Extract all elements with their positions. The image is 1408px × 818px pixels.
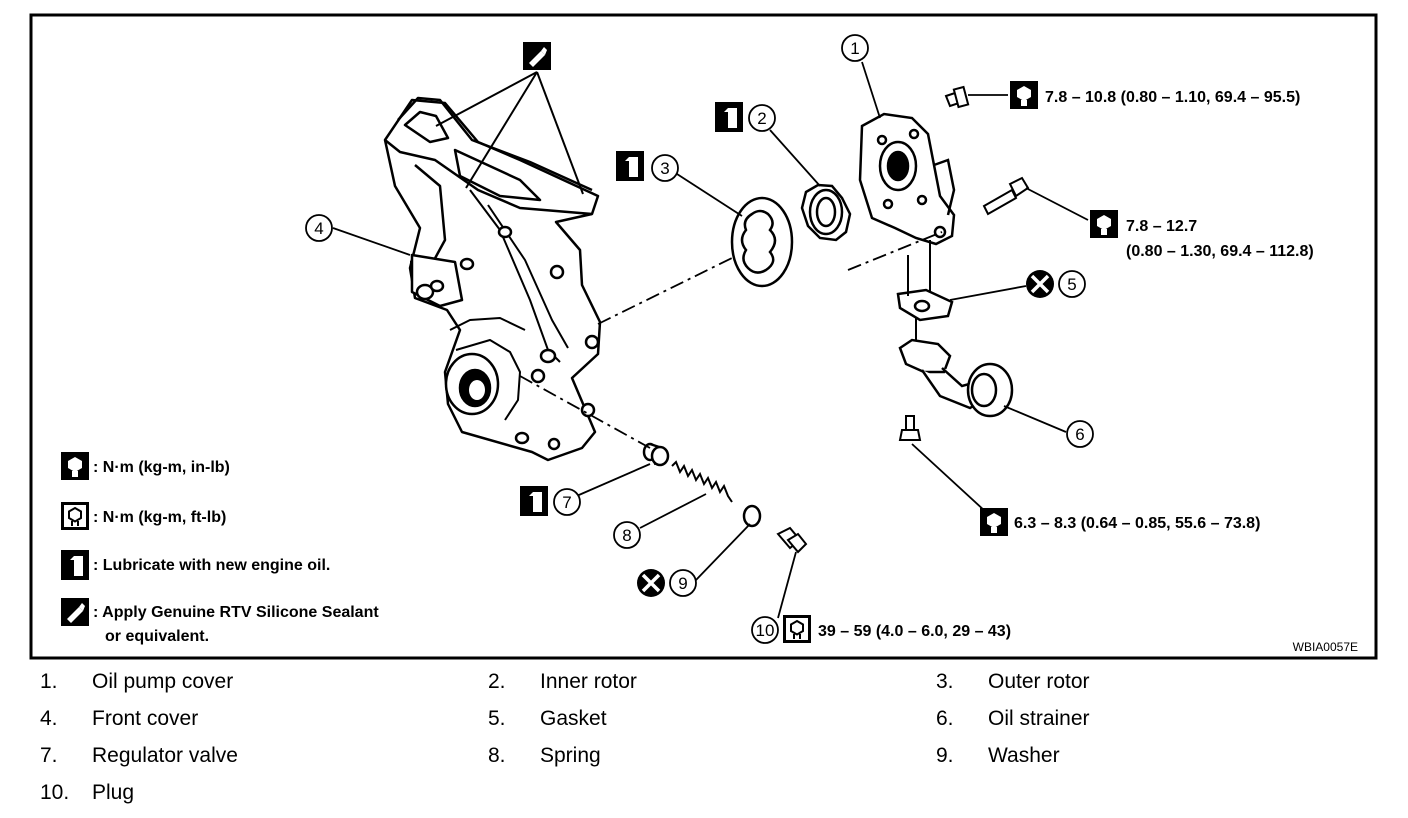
part-name: Outer rotor [988, 670, 1090, 693]
callout-label-1: 1 [850, 39, 859, 58]
torque-wrench-icon [1010, 81, 1038, 109]
leader-10 [777, 551, 797, 619]
callout-6 [1066, 420, 1094, 448]
callout-label-9: 9 [678, 574, 687, 593]
torque-spec-plug: 39 – 59 (4.0 – 6.0, 29 – 43) [818, 623, 1011, 640]
front-cover-drawing [383, 96, 602, 462]
oil-strainer-drawing [898, 338, 1014, 418]
strainer-bolt-drawing [898, 415, 922, 441]
torque-wrench-ftlb-icon [782, 614, 812, 644]
bolt-right-drawing [982, 176, 1030, 216]
exploded-view-diagram: 1 2 3 4 5 6 7 8 9 10 7.8 – 10.8 (0.80 – … [29, 13, 1378, 660]
part-number: 8. [488, 744, 506, 767]
do-not-reuse-icon [635, 567, 667, 599]
callout-label-4: 4 [314, 219, 323, 238]
callout-1 [841, 34, 869, 62]
leader-9 [695, 523, 751, 581]
figure-code: WBIA0057E [1293, 640, 1358, 654]
torque-spec-bolt-2-line2: (0.80 – 1.30, 69.4 – 112.8) [1126, 243, 1314, 260]
part-name: Regulator valve [92, 744, 238, 767]
diagram-frame [29, 13, 1378, 660]
callout-label-8: 8 [622, 526, 631, 545]
callout-label-10: 10 [756, 621, 775, 640]
part-number: 1. [40, 670, 58, 693]
inner-rotor-drawing [800, 183, 852, 242]
callout-2 [748, 104, 776, 132]
parts-list: 1. Oil pump cover 2. Inner rotor 3. Oute… [0, 664, 1408, 818]
callout-7 [553, 488, 581, 516]
leader-7 [571, 463, 651, 499]
callout-5 [1058, 270, 1086, 298]
part-number: 9. [936, 744, 954, 767]
lubricate-oil-icon [616, 151, 644, 181]
torque-spec-strainer-bolt: 6.3 – 8.3 (0.64 – 0.85, 55.6 – 73.8) [1014, 515, 1260, 532]
torque-wrench-icon [980, 508, 1008, 536]
oil-pump-cover-drawing [858, 112, 956, 246]
sealant-tube-icon [523, 42, 551, 70]
leader-4 [332, 227, 411, 256]
torque-wrench-ftlb-icon [60, 501, 90, 531]
callout-label-5: 5 [1067, 275, 1076, 294]
part-name: Front cover [92, 707, 199, 730]
leader-5 [949, 285, 1027, 301]
part-number: 2. [488, 670, 506, 693]
callout-8 [613, 521, 641, 549]
part-number: 4. [40, 707, 58, 730]
part-name: Spring [540, 744, 601, 767]
callout-label-7: 7 [562, 493, 571, 512]
part-number: 3. [936, 670, 954, 693]
callout-label-3: 3 [660, 159, 669, 178]
leader-1 [861, 61, 881, 119]
outer-rotor-drawing [730, 196, 794, 288]
do-not-reuse-icon [1024, 268, 1056, 300]
gasket-drawing [896, 288, 954, 322]
part-number: 7. [40, 744, 58, 767]
leader-6 [1003, 405, 1067, 433]
callout-9 [669, 569, 697, 597]
washer-drawing [742, 504, 762, 528]
leader-2 [769, 129, 821, 187]
sealant-tube-icon [61, 598, 89, 626]
callout-10 [751, 616, 779, 644]
leader-3 [676, 173, 743, 217]
torque-spec-bolt-2-line1: 7.8 – 12.7 [1126, 218, 1197, 235]
callout-label-6: 6 [1075, 425, 1084, 444]
part-name: Oil strainer [988, 707, 1090, 730]
part-number: 6. [936, 707, 954, 730]
legend-sealant-line1: : Apply Genuine RTV Silicone Sealant [93, 604, 379, 621]
torque-spec-bolt-1: 7.8 – 10.8 (0.80 – 1.10, 69.4 – 95.5) [1045, 89, 1300, 106]
part-name: Gasket [540, 707, 607, 730]
lubricate-oil-icon [520, 486, 548, 516]
part-number: 5. [488, 707, 506, 730]
torque-wrench-icon [1090, 210, 1118, 238]
legend-nm-ftlb: : N·m (kg-m, ft-lb) [93, 509, 226, 526]
legend-sealant-line2: or equivalent. [105, 628, 209, 645]
bolt-top-drawing [944, 85, 970, 109]
alignment-lines [519, 231, 943, 449]
regulator-valve-drawing [642, 442, 670, 467]
lubricate-oil-icon [61, 550, 89, 580]
lubricate-oil-icon [715, 102, 743, 132]
callout-4 [305, 214, 333, 242]
spring-drawing [671, 460, 733, 503]
callout-label-2: 2 [757, 109, 766, 128]
legend-lubricate: : Lubricate with new engine oil. [93, 557, 330, 574]
part-name: Plug [92, 781, 135, 804]
callout-circles [305, 34, 1094, 644]
leader-8 [639, 493, 707, 529]
plug-drawing [776, 526, 808, 554]
callout-3 [651, 154, 679, 182]
part-name: Washer [988, 744, 1060, 767]
torque-wrench-icon [61, 452, 89, 480]
part-name: Oil pump cover [92, 670, 234, 693]
legend-nm-inlb: : N·m (kg-m, in-lb) [93, 459, 230, 476]
sealant-leader-lines [435, 71, 584, 195]
part-name: Inner rotor [540, 670, 637, 693]
part-number: 10. [40, 781, 70, 804]
